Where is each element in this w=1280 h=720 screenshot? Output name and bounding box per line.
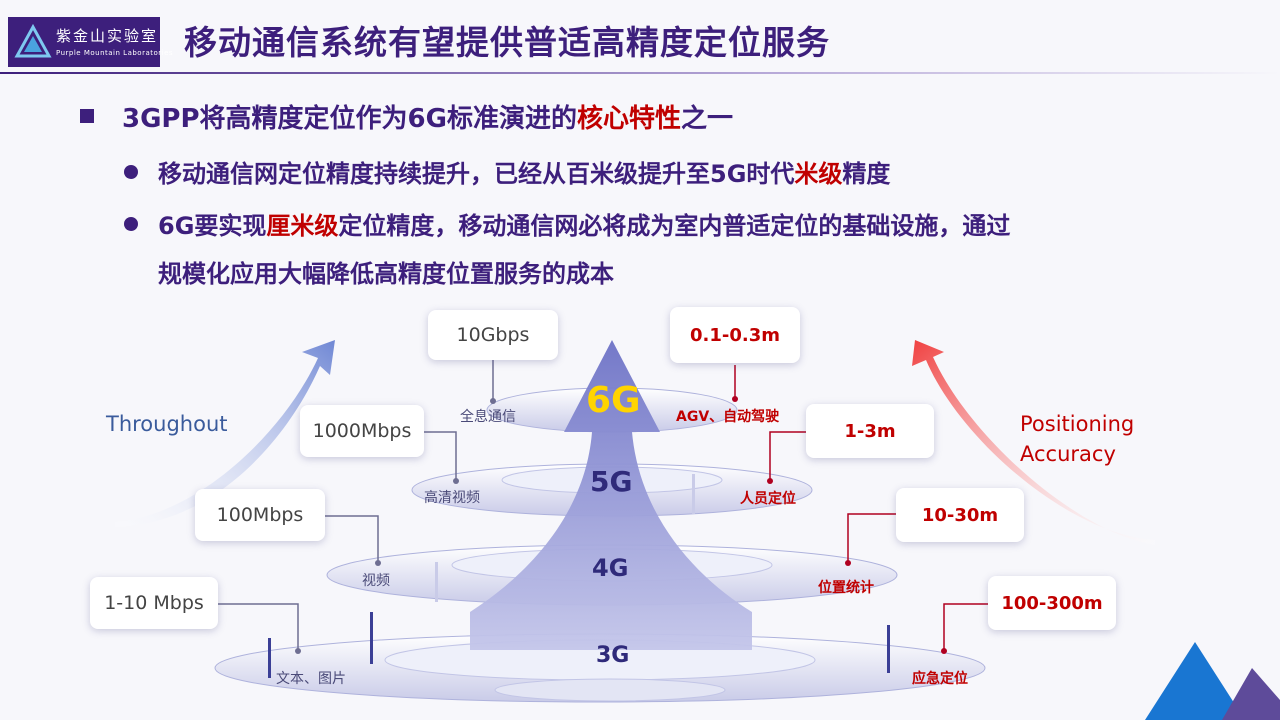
square-bullet-icon (80, 109, 94, 123)
accent-bars (268, 474, 890, 678)
app-label-hd-video: 高清视频 (424, 490, 480, 506)
sub-bullet-2-highlight: 厘米级 (266, 212, 339, 240)
sub-bullet-1-text: 移动通信网定位精度持续提升，已经从百米级提升至5G时代 (158, 160, 795, 188)
logo-chinese-text: 紫金山实验室 (56, 27, 159, 45)
app-label-holographic: 全息通信 (460, 409, 516, 425)
app-label-emergency: 应急定位 (912, 671, 968, 687)
sub-bullet-2-text-end: 定位精度，移动通信网必将成为室内普适定位的基础设施，通过 (338, 212, 1011, 240)
throughput-6g-box: 10Gbps (428, 310, 558, 360)
throughput-connectors (218, 360, 494, 650)
accuracy-6g-box: 0.1-0.3m (670, 307, 800, 363)
mountain-logo-icon (14, 23, 52, 58)
generation-6g-label: 6G (586, 380, 641, 421)
logo-english-text: Purple Mountain Laboratories (56, 49, 174, 57)
accuracy-axis-label-1: Positioning (1020, 412, 1135, 436)
main-bullet-text: 3GPP将高精度定位作为6G标准演进的 (122, 104, 577, 134)
app-label-agv: AGV、自动驾驶 (676, 409, 780, 425)
accuracy-5g-box: 1-3m (806, 404, 934, 458)
round-bullet-icon (124, 165, 138, 179)
sub-bullet-1-text-end: 精度 (842, 160, 891, 188)
accuracy-axis-label-2: Accuracy (1020, 442, 1116, 466)
app-label-location-stats: 位置统计 (818, 580, 874, 596)
main-bullet-highlight: 核心特性 (576, 104, 681, 134)
app-label-video: 视频 (362, 573, 390, 589)
throughput-5g-box: 1000Mbps (300, 405, 424, 457)
accuracy-4g-box: 10-30m (896, 488, 1024, 542)
generation-5g-label: 5G (590, 465, 633, 498)
sub-bullet-1: 移动通信网定位精度持续提升，已经从百米级提升至5G时代米级精度 (124, 154, 890, 189)
accuracy-3g-box: 100-300m (988, 576, 1116, 630)
accuracy-connectors (734, 365, 988, 650)
generation-3g-label: 3G (596, 643, 630, 668)
main-bullet: 3GPP将高精度定位作为6G标准演进的核心特性之一 (80, 98, 733, 135)
throughput-axis-label: Throughout (106, 412, 228, 436)
app-label-personnel: 人员定位 (740, 491, 796, 507)
throughput-4g-box: 100Mbps (195, 489, 325, 541)
central-growth-arrow (470, 340, 752, 650)
sub-bullet-2: 6G要实现厘米级定位精度，移动通信网必将成为室内普适定位的基础设施，通过 (124, 206, 1010, 241)
main-bullet-text-end: 之一 (681, 104, 734, 134)
generation-4g-label: 4G (592, 554, 629, 582)
title-divider (0, 72, 1280, 74)
round-bullet-icon (124, 217, 138, 231)
sub-bullet-2-line-2: 规模化应用大幅降低高精度位置服务的成本 (158, 260, 614, 288)
throughput-3g-box: 1-10 Mbps (90, 577, 218, 629)
page-title: 移动通信系统有望提供普适高精度定位服务 (184, 23, 830, 62)
sub-bullet-1-highlight: 米级 (794, 160, 843, 188)
lab-logo: 紫金山实验室 Purple Mountain Laboratories (8, 17, 173, 67)
sub-bullet-2-text: 6G要实现 (158, 212, 267, 240)
app-label-text-image: 文本、图片 (276, 671, 346, 687)
